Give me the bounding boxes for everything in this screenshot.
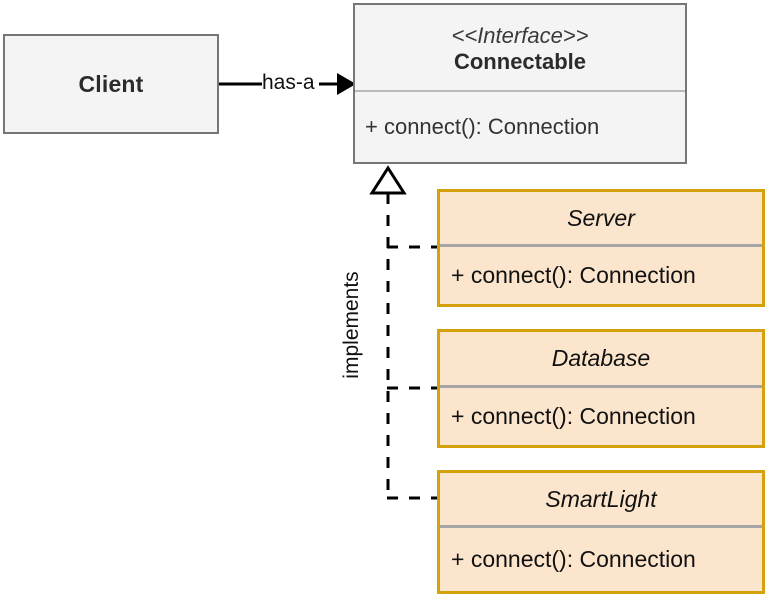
connectable-class-name: Connectable <box>453 49 587 75</box>
database-operation: + connect(): Connection <box>451 403 696 429</box>
class-box-connectable[interactable]: <<Interface>> Connectable + connect(): C… <box>353 3 687 164</box>
database-class-name: Database <box>551 345 651 371</box>
class-box-database[interactable]: Database + connect(): Connection <box>437 329 765 448</box>
server-class-name: Server <box>567 204 635 231</box>
connectable-header: <<Interface>> Connectable <box>355 5 685 90</box>
connectable-divider <box>355 90 685 92</box>
connectable-operation: + connect(): Connection <box>365 114 600 139</box>
class-box-smartlight[interactable]: SmartLight + connect(): Connection <box>437 470 765 594</box>
connectable-stereotype: <<Interface>> <box>451 23 589 49</box>
smartlight-divider <box>440 525 762 528</box>
realization-triangle-icon <box>369 165 407 195</box>
class-box-client[interactable]: Client <box>3 34 219 134</box>
server-operation: + connect(): Connection <box>451 262 696 288</box>
smartlight-class-name: SmartLight <box>545 485 657 512</box>
server-divider <box>440 244 762 247</box>
database-divider <box>440 385 762 388</box>
edge-label-implements: implements <box>340 271 363 379</box>
smartlight-operation: + connect(): Connection <box>451 546 696 572</box>
client-class-name: Client <box>78 70 144 97</box>
class-box-server[interactable]: Server + connect(): Connection <box>437 189 765 307</box>
edge-label-has-a: has-a <box>262 71 315 94</box>
realization-edge-implements <box>369 165 441 500</box>
